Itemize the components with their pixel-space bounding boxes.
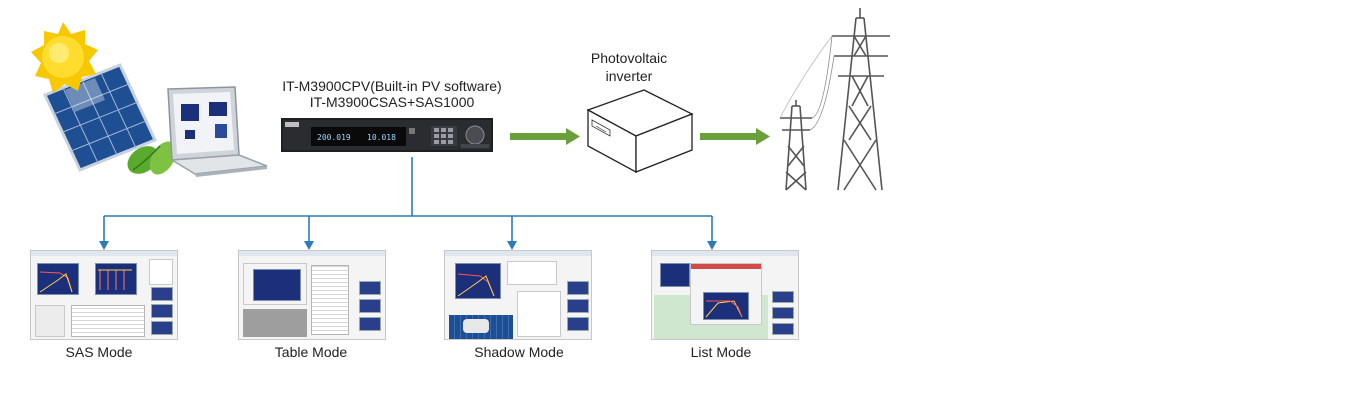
mode-label-table: Table Mode xyxy=(274,344,348,360)
list-dialog xyxy=(690,263,762,325)
inverter-label: Photovoltaic inverter xyxy=(574,49,684,85)
display-current: 10.018 xyxy=(367,133,396,142)
mode-label-sas: SAS Mode xyxy=(65,344,133,360)
device-model-line1: IT-M3900CPV(Built-in PV software) xyxy=(282,78,502,94)
mode-label-list: List Mode xyxy=(690,344,752,360)
laptop-icon xyxy=(167,86,268,177)
shadow-cell-map xyxy=(449,315,513,339)
table-mode-screenshot xyxy=(238,250,386,340)
solar-setup-illustration xyxy=(31,22,268,177)
sas-data-table xyxy=(71,305,145,337)
list-curve-plot xyxy=(703,292,749,320)
device-model-line2: IT-M3900CSAS+SAS1000 xyxy=(309,94,475,110)
display-voltage: 200.019 xyxy=(317,133,351,142)
shadow-mode-screenshot xyxy=(444,250,592,340)
sun-icon xyxy=(31,22,98,93)
inverter-label-line2: inverter xyxy=(605,68,653,84)
table-point-list xyxy=(311,265,349,335)
inverter-box-icon xyxy=(586,89,694,174)
sas-pv-curve-plot xyxy=(37,263,79,295)
list-curve-plot-back xyxy=(660,263,690,287)
leaf-icon xyxy=(127,141,177,175)
sas-mode-screenshot xyxy=(30,250,178,340)
flow-arrow-inverter-to-grid xyxy=(700,128,770,145)
sas-iv-curve-plot xyxy=(95,263,137,295)
transmission-tower-icon xyxy=(779,8,890,191)
mode-label-shadow: Shadow Mode xyxy=(474,344,564,360)
shadow-curve-plot xyxy=(455,263,501,299)
list-mode-screenshot xyxy=(651,250,799,340)
solar-panel-icon xyxy=(42,63,158,172)
device-model-label: IT-M3900CPV(Built-in PV software) IT-M39… xyxy=(262,78,522,110)
flow-arrow-device-to-inverter xyxy=(510,128,580,145)
table-curve-plot xyxy=(253,269,301,301)
power-supply-icon: 200.019 10.018 xyxy=(281,118,493,152)
inverter-label-line1: Photovoltaic xyxy=(590,50,668,66)
